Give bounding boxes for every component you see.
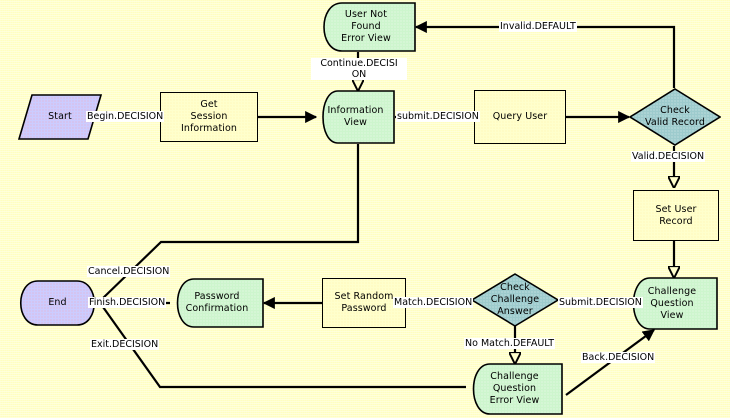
node-challenge-question-error-view-label: Challenge Question Error View xyxy=(489,371,540,406)
edge-invalid xyxy=(414,20,676,88)
node-challenge-question-error-view[interactable]: Challenge Question Error View xyxy=(466,363,563,415)
node-set-random-password[interactable]: Set Random Password xyxy=(322,278,406,328)
check-valid-record-shape xyxy=(629,88,721,146)
start-shape xyxy=(18,94,102,140)
edge-label-nomatch: No Match.DEFAULT xyxy=(464,338,556,349)
edge-label-begin: Begin.DECISION xyxy=(86,111,165,122)
node-check-valid-record[interactable]: Check Valid Record xyxy=(629,88,721,146)
node-check-challenge-answer[interactable]: Check Challenge Answer xyxy=(471,273,559,327)
edge-label-cancel: Cancel.DECISION xyxy=(87,266,171,277)
node-challenge-question-view[interactable]: Challenge Question View xyxy=(626,277,718,330)
edge-label-submit: submit.DECISION xyxy=(396,111,480,122)
edge-label-match: Match.DECISION xyxy=(393,297,474,308)
end-shape xyxy=(19,280,96,326)
challenge-question-error-view-shape xyxy=(472,363,563,415)
node-start[interactable]: Start xyxy=(18,94,102,140)
node-information-view[interactable]: Information View xyxy=(316,90,395,144)
edge-label-finish: Finish.DECISION xyxy=(88,297,167,308)
node-end[interactable]: End xyxy=(14,280,101,326)
node-start-label: Start xyxy=(48,111,72,122)
node-user-not-found-error-view-label: User Not Found Error View xyxy=(341,9,391,44)
connector-lines xyxy=(100,20,676,396)
node-set-user-record-label: Set User Record xyxy=(655,203,697,227)
node-set-user-record[interactable]: Set User Record xyxy=(633,190,719,241)
edge-label-exit: Exit.DECISION xyxy=(90,339,160,350)
node-password-confirmation-label: Password Confirmation xyxy=(185,291,249,314)
node-get-session-information[interactable]: Get Session Information xyxy=(160,92,258,142)
node-challenge-question-view-label: Challenge Question View xyxy=(647,285,697,321)
node-check-challenge-answer-label: Check Challenge Answer xyxy=(490,282,540,317)
edge-label-invalid: Invalid.DEFAULT xyxy=(499,21,577,32)
edge-label-continue: Continue.DECISI ON xyxy=(311,58,407,80)
node-get-session-information-label: Get Session Information xyxy=(180,99,238,134)
edge-label-valid: Valid.DECISION xyxy=(631,151,706,162)
node-user-not-found-error-view[interactable]: User Not Found Error View xyxy=(316,2,416,52)
information-view-shape xyxy=(322,90,395,144)
node-password-confirmation[interactable]: Password Confirmation xyxy=(170,278,264,328)
node-query-user-label: Query User xyxy=(492,111,548,122)
node-information-view-label: Information View xyxy=(327,105,384,128)
edge-label-back: Back.DECISION xyxy=(581,352,656,363)
node-set-random-password-label: Set Random Password xyxy=(334,291,394,314)
edge-label-submit2: Submit.DECISION xyxy=(558,297,643,308)
user-not-found-error-view-shape xyxy=(323,2,416,52)
node-query-user[interactable]: Query User xyxy=(474,90,566,144)
node-end-label: End xyxy=(48,297,67,308)
node-check-valid-record-label: Check Valid Record xyxy=(645,105,705,128)
